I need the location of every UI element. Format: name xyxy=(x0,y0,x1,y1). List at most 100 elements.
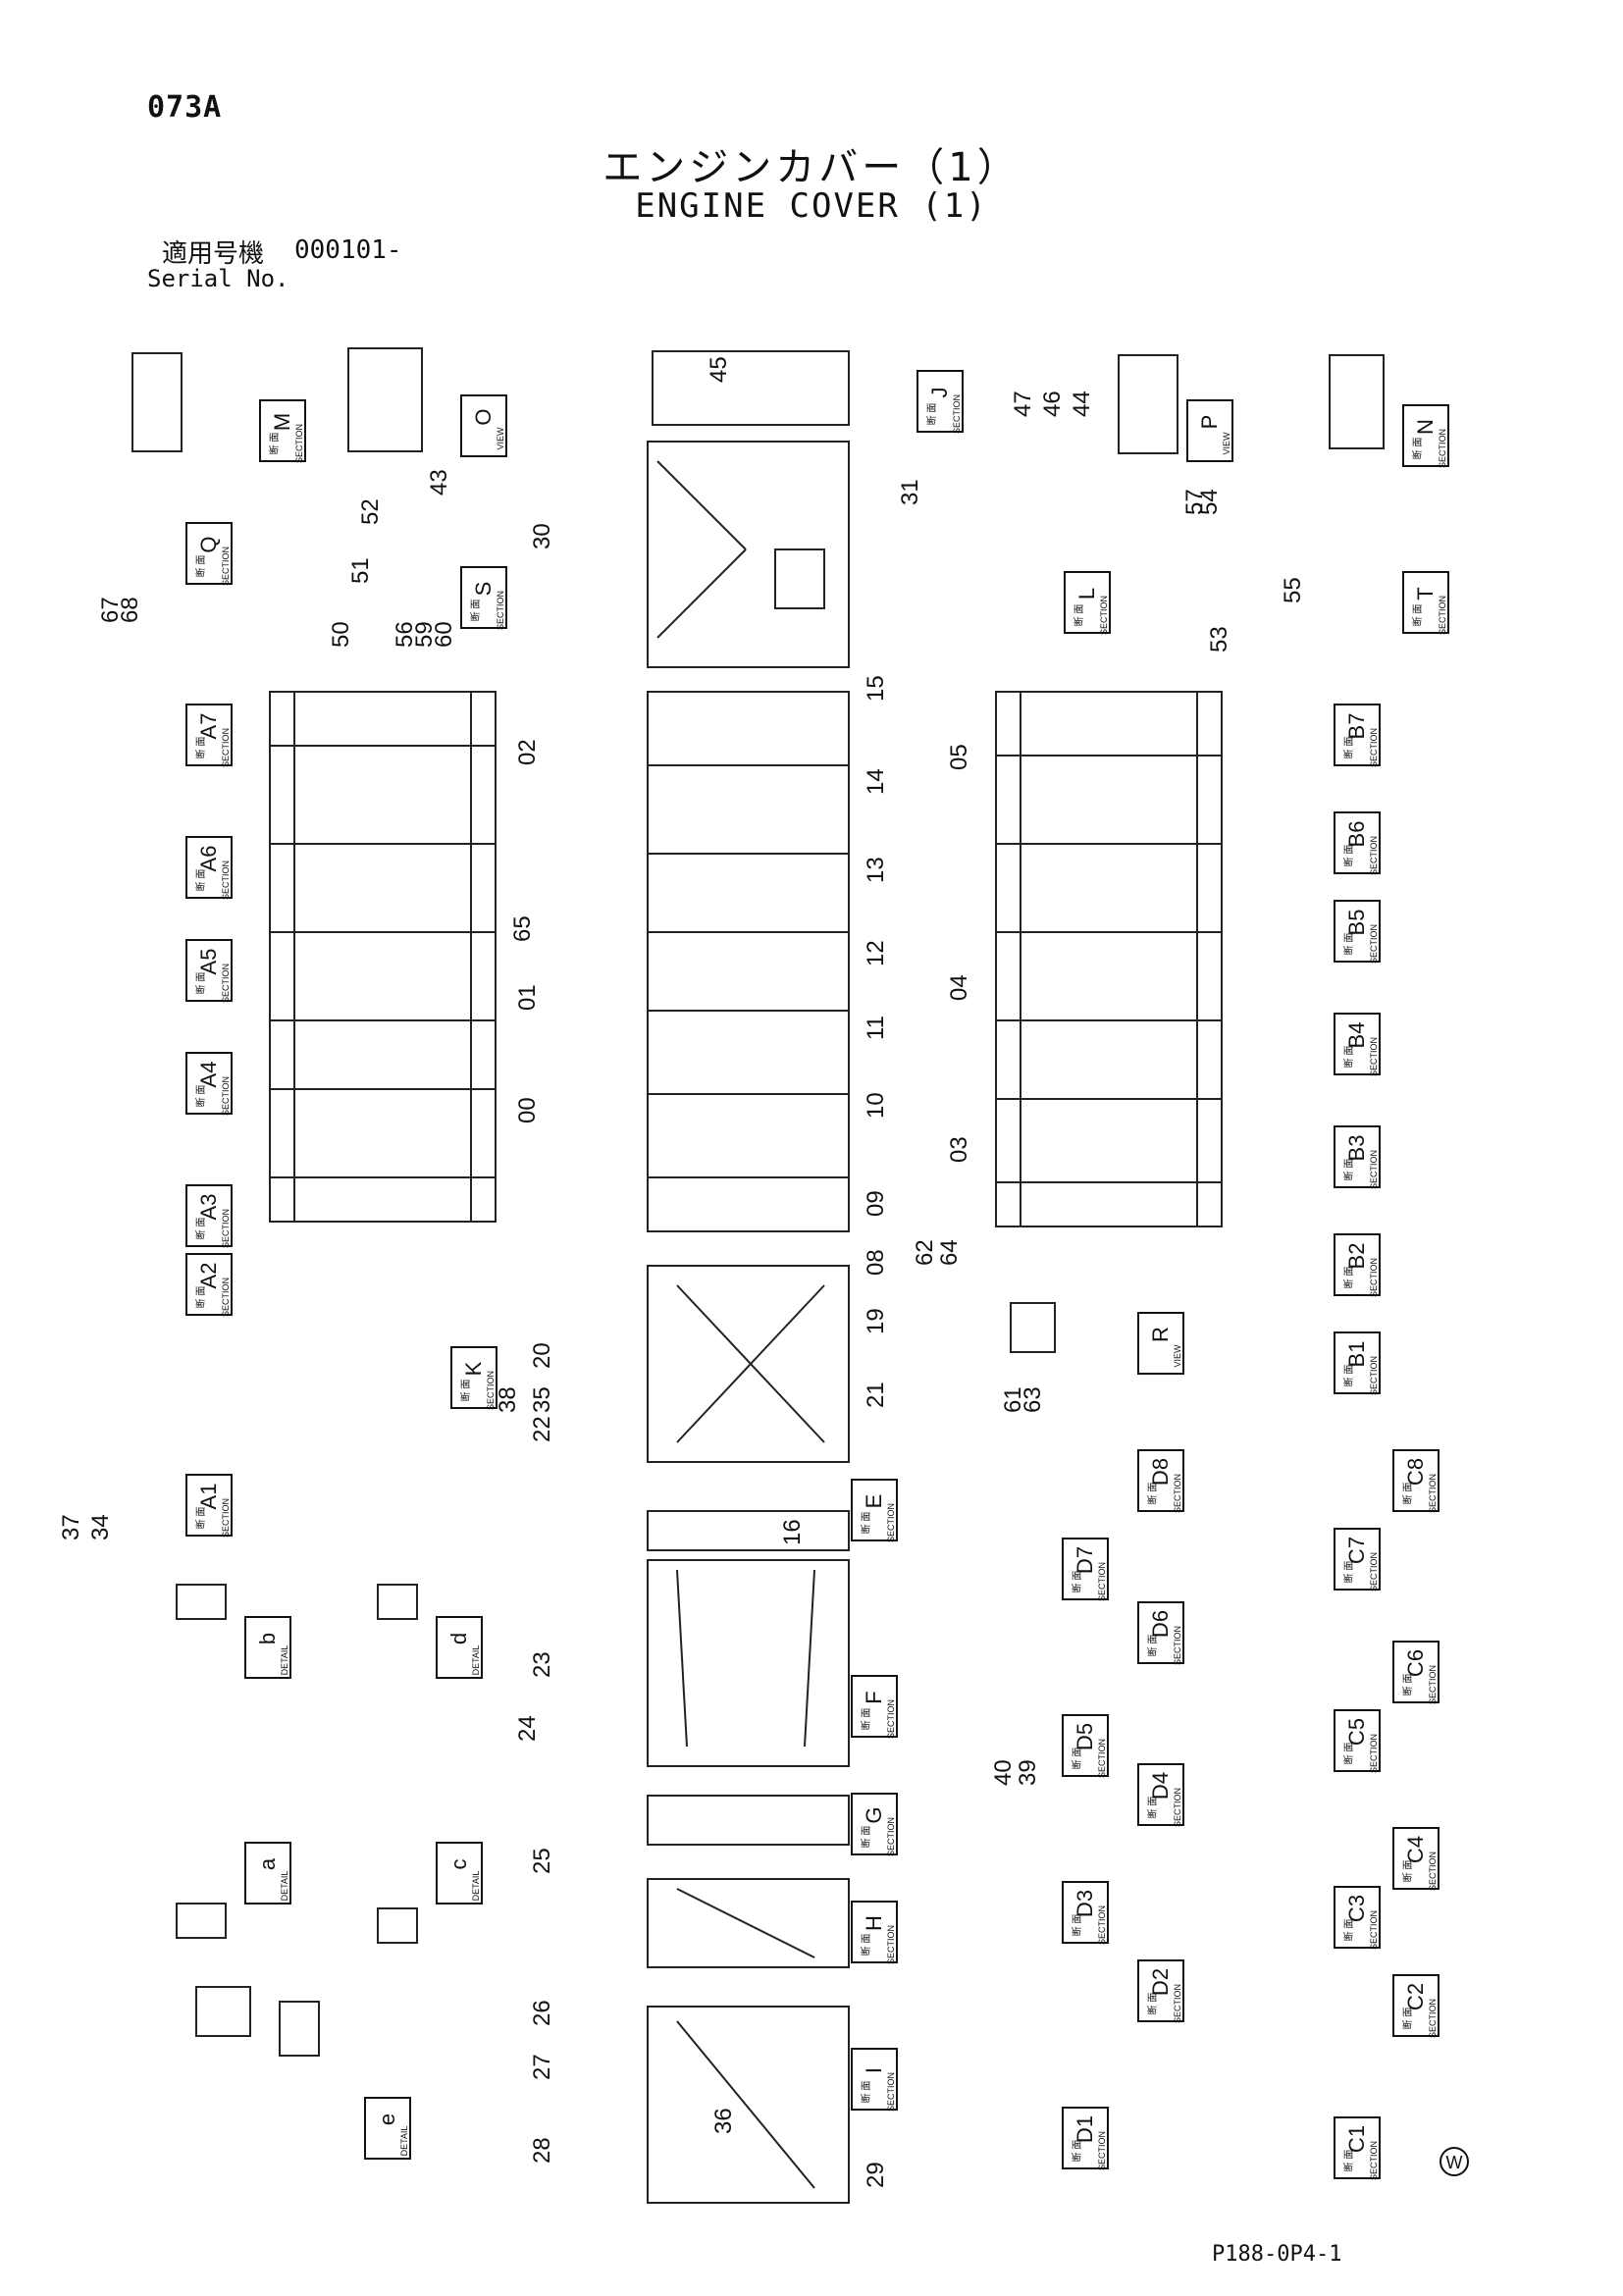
view-r-letter: R xyxy=(1148,1327,1173,1342)
section-a4-word: SECTION xyxy=(221,1076,231,1116)
section-b6-word: SECTION xyxy=(1369,836,1379,875)
section-d3-jp: 断 面 xyxy=(1071,1914,1083,1937)
section-b4-letter: B4 xyxy=(1344,1022,1369,1049)
section-c2-jp: 断 面 xyxy=(1401,2008,1414,2030)
section-s-word: SECTION xyxy=(496,591,505,630)
section-c3-letter: C3 xyxy=(1344,1895,1369,1922)
section-b2-letter: B2 xyxy=(1344,1243,1369,1270)
part-02: 02 xyxy=(514,739,541,765)
section-s-letter: S xyxy=(471,582,496,597)
part-40: 40 xyxy=(990,1759,1017,1786)
w-mark xyxy=(1440,2147,1469,2176)
section-i-word: SECTION xyxy=(886,2072,896,2112)
part-03: 03 xyxy=(946,1136,972,1163)
section-d7-jp: 断 面 xyxy=(1071,1571,1083,1593)
part-04: 04 xyxy=(946,974,972,1001)
part-number-labels: 0001020304050809101112131415192021222324… xyxy=(58,356,1306,2188)
section-d8-jp: 断 面 xyxy=(1146,1483,1159,1505)
part-09: 09 xyxy=(863,1190,889,1217)
section-e-letter: E xyxy=(862,1494,886,1509)
section-c7-jp: 断 面 xyxy=(1342,1561,1355,1584)
section-a2-jp: 断 面 xyxy=(194,1286,207,1309)
part-47: 47 xyxy=(1010,391,1036,417)
section-t-letter: T xyxy=(1413,587,1438,600)
section-n-word: SECTION xyxy=(1438,429,1447,468)
section-b1-word: SECTION xyxy=(1369,1356,1379,1395)
section-a7-letter: A7 xyxy=(196,713,221,740)
part-45: 45 xyxy=(706,356,732,383)
section-d7-word: SECTION xyxy=(1097,1562,1107,1601)
section-d2-jp: 断 面 xyxy=(1146,1993,1159,2015)
section-d1-letter: D1 xyxy=(1073,2115,1097,2143)
part-44: 44 xyxy=(1069,391,1095,417)
section-a2-letter: A2 xyxy=(196,1263,221,1289)
section-l-letter: L xyxy=(1074,588,1099,600)
section-n-letter: N xyxy=(1413,419,1438,435)
section-b4-word: SECTION xyxy=(1369,1037,1379,1076)
section-c7-word: SECTION xyxy=(1369,1552,1379,1592)
section-d2-word: SECTION xyxy=(1173,1984,1182,2023)
part-36: 36 xyxy=(710,2108,737,2134)
section-c6-letter: C6 xyxy=(1403,1649,1428,1677)
part-00: 00 xyxy=(514,1097,541,1123)
section-c5-word: SECTION xyxy=(1369,1734,1379,1773)
view-r-word: VIEW xyxy=(1173,1344,1182,1368)
part-53: 53 xyxy=(1206,626,1232,652)
section-k-jp: 断 面 xyxy=(459,1380,472,1402)
section-c2-letter: C2 xyxy=(1403,1983,1428,2010)
part-65: 65 xyxy=(509,915,536,942)
section-c1-jp: 断 面 xyxy=(1342,2150,1355,2172)
center-lower-frame xyxy=(647,1265,850,1463)
section-d4-letter: D4 xyxy=(1148,1772,1173,1800)
section-d3-word: SECTION xyxy=(1097,1905,1107,1945)
title-english: ENGINE COVER (1) xyxy=(635,186,988,226)
section-d5-jp: 断 面 xyxy=(1071,1748,1083,1770)
section-c4-jp: 断 面 xyxy=(1401,1860,1414,1883)
detail-a-word: DETAIL xyxy=(280,1871,289,1902)
serial-label-japanese: 適用号機 xyxy=(162,239,265,269)
section-b7-word: SECTION xyxy=(1369,728,1379,767)
section-f-word: SECTION xyxy=(886,1699,896,1739)
section-a6-word: SECTION xyxy=(221,861,231,900)
section-b2-word: SECTION xyxy=(1369,1258,1379,1297)
view-o-word: VIEW xyxy=(496,427,505,450)
part-12: 12 xyxy=(863,940,889,966)
part-31: 31 xyxy=(897,479,923,505)
section-a6-letter: A6 xyxy=(196,846,221,872)
part-14: 14 xyxy=(863,768,889,795)
section-a5-letter: A5 xyxy=(196,949,221,975)
right-frame xyxy=(995,691,1223,1227)
section-j-word: SECTION xyxy=(952,394,962,434)
detail-b-word: DETAIL xyxy=(280,1645,289,1676)
section-q-word: SECTION xyxy=(221,547,231,586)
section-k-word: SECTION xyxy=(486,1371,496,1410)
section-l-jp: 断 面 xyxy=(1073,604,1085,627)
part-38: 38 xyxy=(495,1386,521,1413)
section-m-word: SECTION xyxy=(294,424,304,463)
part-50: 50 xyxy=(328,621,354,648)
part-27: 27 xyxy=(529,2054,555,2080)
page-code: 073A xyxy=(147,90,223,125)
section-c3-word: SECTION xyxy=(1369,1910,1379,1950)
section-b5-jp: 断 面 xyxy=(1342,933,1355,956)
section-b5-word: SECTION xyxy=(1369,924,1379,964)
